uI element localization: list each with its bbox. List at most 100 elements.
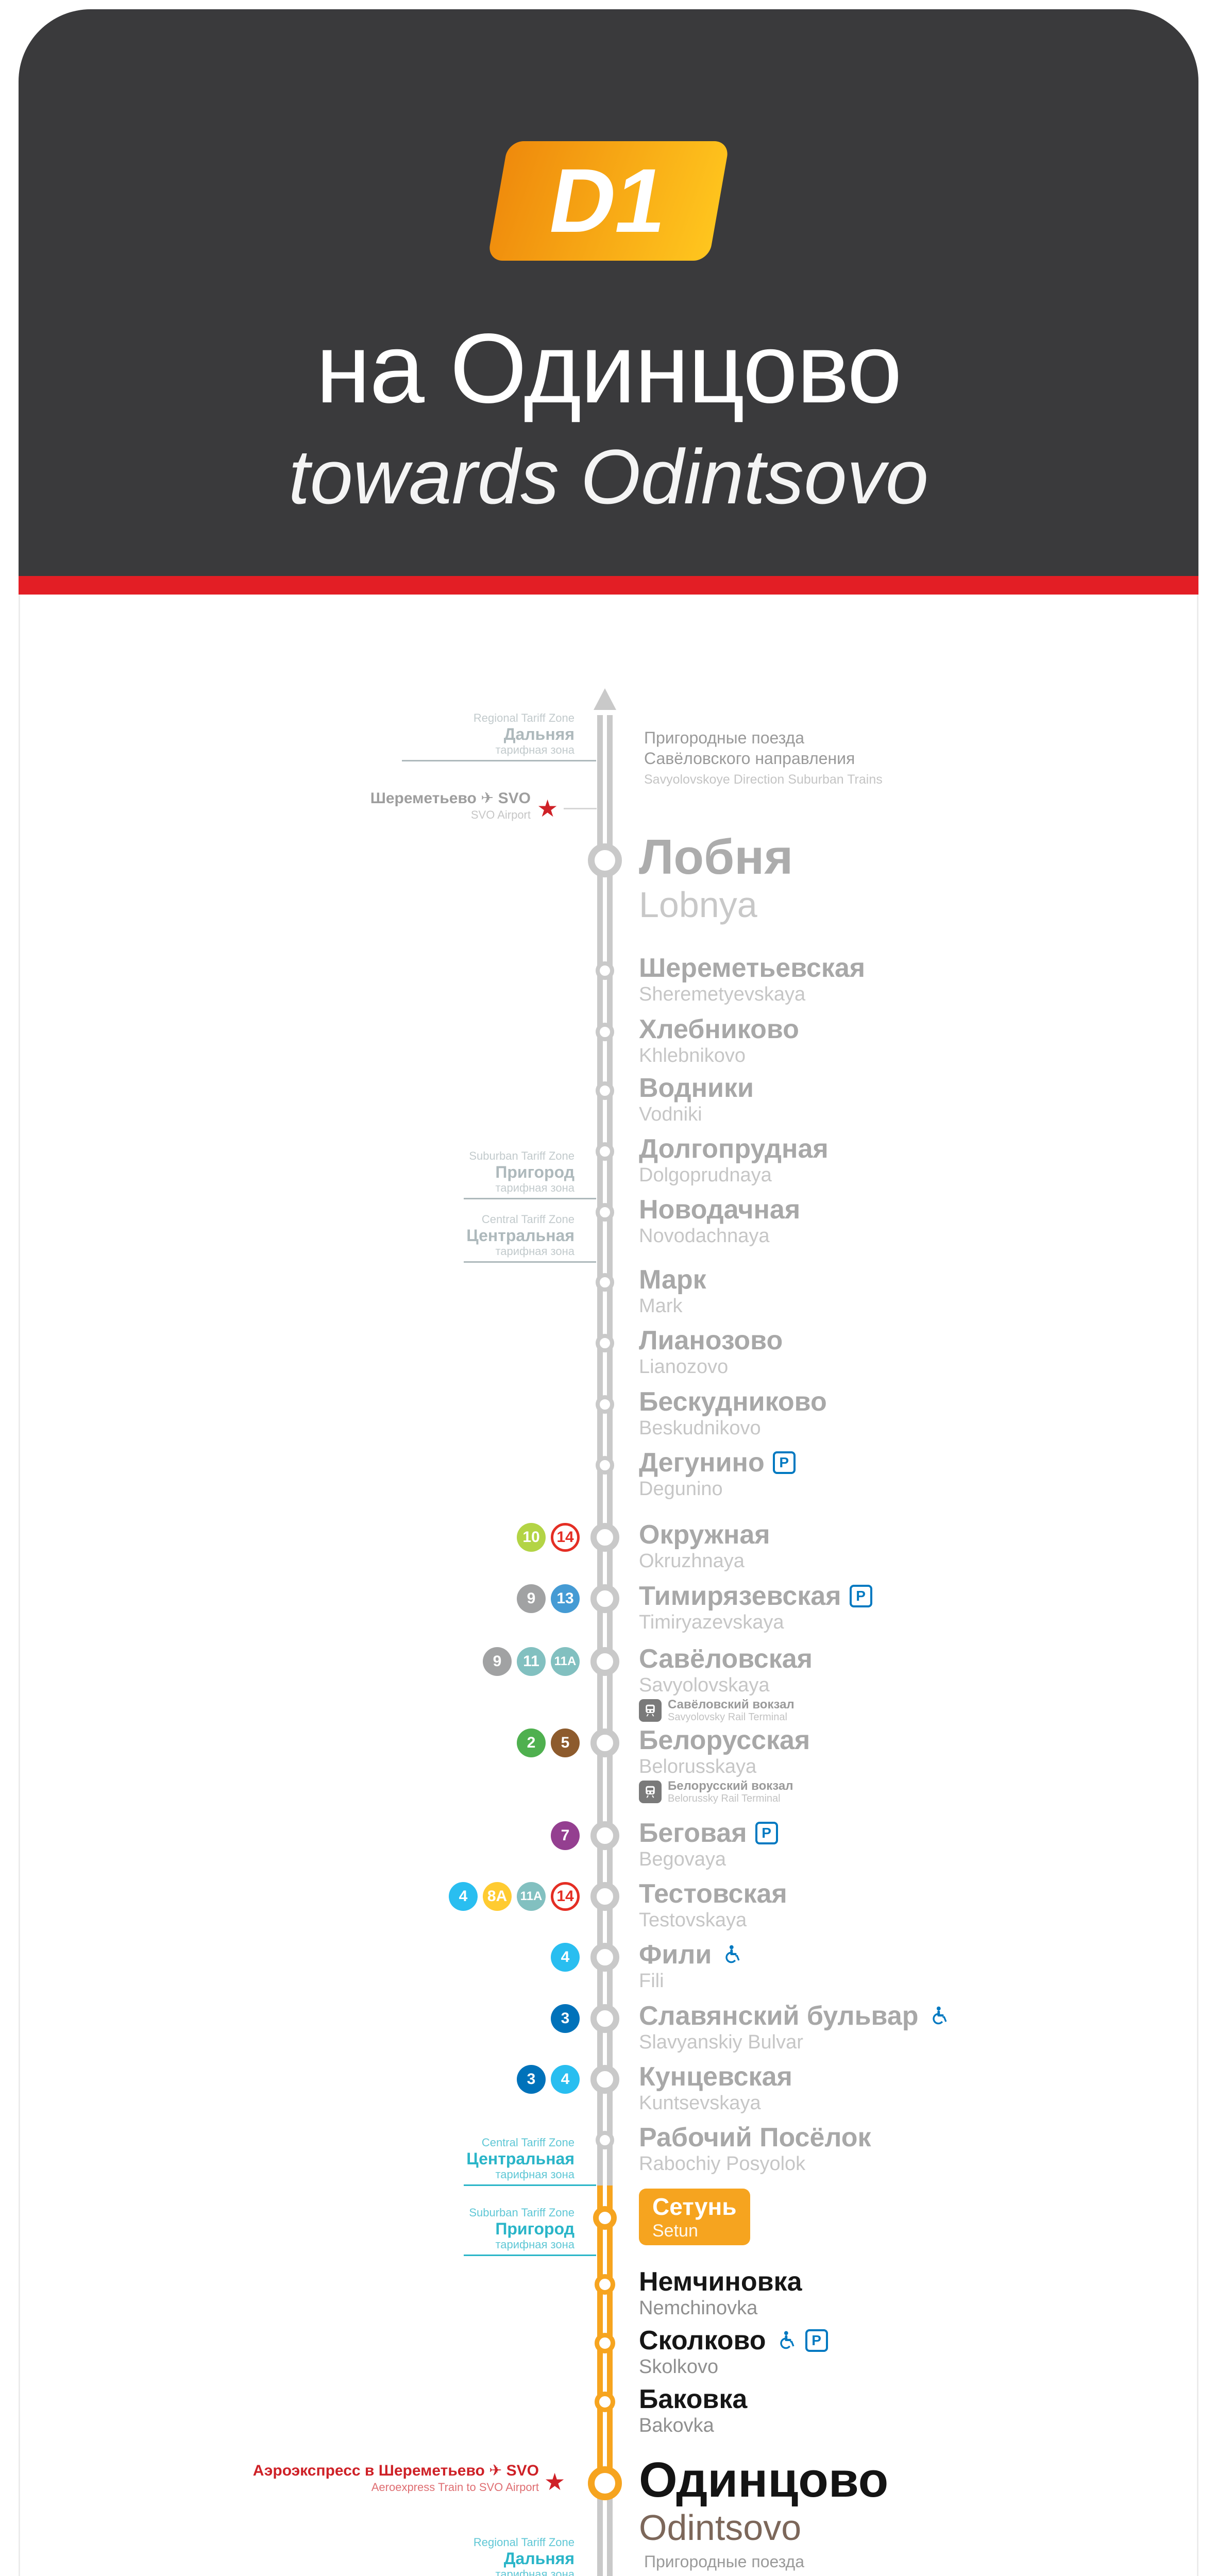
metro-line-badge-2: 2 bbox=[517, 1728, 546, 1757]
station-name-ru: Рабочий Посёлок bbox=[639, 2123, 871, 2153]
zone-label-ru: Центральная bbox=[466, 2149, 574, 2168]
aeroexpress-en: Aeroexpress Train to SVO Airport bbox=[371, 2481, 539, 2494]
station-name-latin: Dolgoprudnaya bbox=[639, 1164, 772, 1186]
metro-line-badge-3: 3 bbox=[551, 2004, 580, 2033]
zone-label-sub: тарифная зона bbox=[495, 1181, 574, 1194]
airport-connection-en: SVO Airport bbox=[470, 808, 531, 821]
station-name-ru: Марк bbox=[639, 1265, 706, 1295]
station-name-row: Славянский бульвар bbox=[639, 2001, 950, 2031]
airport-connector-line bbox=[564, 808, 597, 809]
station-dot bbox=[595, 2274, 615, 2295]
station-dot bbox=[596, 1142, 614, 1161]
parking-icon: P bbox=[805, 2329, 828, 2352]
station-dot bbox=[588, 843, 622, 877]
station-dot bbox=[590, 1943, 619, 1972]
station-name-latin: Vodniki bbox=[639, 1104, 702, 1125]
station-name-row: Рабочий Посёлок bbox=[639, 2123, 871, 2153]
station-dot bbox=[590, 1821, 619, 1850]
station-name-ru: Баковка bbox=[639, 2384, 748, 2414]
zone-label-ru: Пригород bbox=[495, 1163, 574, 1181]
zone-label-en: Central Tariff Zone bbox=[481, 2136, 574, 2149]
station-name-latin: Degunino bbox=[639, 1478, 723, 1500]
note-line-en: Savyolovskoye Direction Suburban Trains bbox=[644, 772, 883, 787]
aeroexpress-star-icon: ★ bbox=[544, 2468, 566, 2495]
metro-badges: 3 bbox=[551, 2004, 580, 2033]
rail-terminal-ru: Савёловский вокзал bbox=[668, 1698, 795, 1711]
station-dot bbox=[590, 1523, 619, 1552]
tariff-zone-boundary bbox=[402, 760, 596, 761]
station-name-latin: Slavyanskiy Bulvar bbox=[639, 2031, 803, 2053]
metro-line-badge-11A: 11A bbox=[517, 1882, 546, 1911]
station-name-row: Бескудниково bbox=[639, 1387, 827, 1417]
suburban-trains-note-bottom: Пригородные поезда Белорусского направле… bbox=[644, 2551, 874, 2576]
metro-line-badge-8A: 8A bbox=[483, 1882, 512, 1911]
station-name-latin: Lianozovo bbox=[639, 1356, 729, 1378]
station-name-ru: Немчиновка bbox=[639, 2267, 802, 2297]
metro-line-badge-7: 7 bbox=[551, 1821, 580, 1850]
station-name-latin: Begovaya bbox=[639, 1849, 726, 1870]
metro-line-badge-14: 14 bbox=[551, 1523, 580, 1552]
station-dot bbox=[590, 1647, 619, 1676]
station-name-latin: Okruzhnaya bbox=[639, 1550, 745, 1572]
station-name-ru: Сколково bbox=[639, 2326, 766, 2355]
station-name-row: Марк bbox=[639, 1265, 706, 1295]
rail-terminal-icon bbox=[639, 1781, 662, 1803]
station-name-ru: Новодачная bbox=[639, 1195, 801, 1225]
station-name-ru: Фили bbox=[639, 1940, 712, 1970]
station-dot bbox=[596, 1203, 614, 1222]
station-dot bbox=[590, 1728, 619, 1757]
zone-label-sub: тарифная зона bbox=[495, 743, 574, 756]
metro-line-badge-4: 4 bbox=[551, 1943, 580, 1972]
wheelchair-icon bbox=[720, 1943, 742, 1966]
zone-label-sub: тарифная зона bbox=[495, 2238, 574, 2251]
station-name-latin: Mark bbox=[639, 1295, 683, 1317]
station-name-row: Немчиновка bbox=[639, 2267, 802, 2297]
station-name-row: Новодачная bbox=[639, 1195, 800, 1225]
metro-line-badge-14: 14 bbox=[551, 1882, 580, 1911]
line-arrow-up bbox=[594, 688, 616, 710]
metro-line-badge-4: 4 bbox=[449, 1882, 478, 1911]
station-dot bbox=[593, 2206, 617, 2230]
station-name-row: Лобня bbox=[639, 831, 793, 884]
station-name-ru: Беговая bbox=[639, 1818, 747, 1848]
zone-label-ru: Пригород bbox=[495, 2219, 574, 2238]
station-name-ru: Шереметьевская bbox=[639, 953, 866, 983]
station-name-ru: Дегунино bbox=[639, 1448, 765, 1478]
station-name-row: Окружная bbox=[639, 1520, 770, 1550]
note-line-ru: Пригородные поезда bbox=[644, 728, 805, 747]
station-name-latin: Kuntsevskaya bbox=[639, 2092, 761, 2114]
airport-connection-label-top: Шереметьево ✈ SVO SVO Airport bbox=[309, 789, 531, 822]
station-name-ru: Водники bbox=[639, 1073, 754, 1103]
zone-label-sub: тарифная зона bbox=[495, 1245, 574, 1258]
destination-title-en: towards Odintsovo bbox=[288, 433, 929, 520]
station-name-latin: Timiryazevskaya bbox=[639, 1612, 784, 1633]
station-name-ru: Славянский бульвар bbox=[639, 2001, 919, 2031]
station-name-latin: Nemchinovka bbox=[639, 2297, 758, 2319]
station-name-row: Сколково P bbox=[639, 2326, 828, 2355]
aeroexpress-ru: Аэроэкспресс в Шереметьево ✈ SVO bbox=[252, 2462, 539, 2479]
station-name-ru: Тимирязевская bbox=[639, 1581, 841, 1611]
